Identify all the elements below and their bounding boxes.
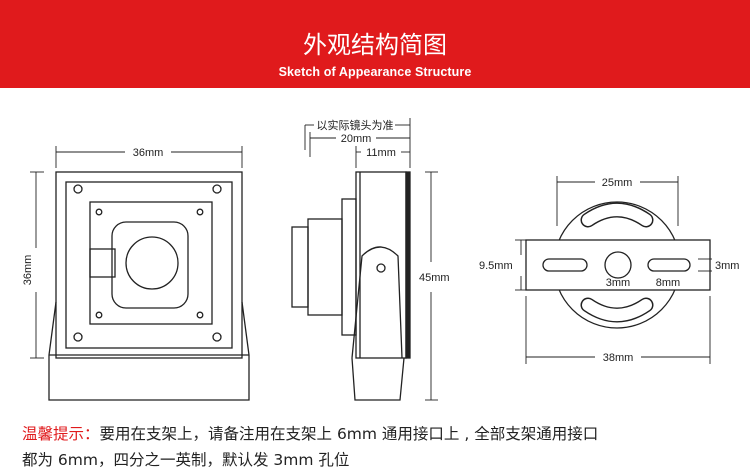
board-hole	[95, 208, 103, 216]
lens-flange	[341, 198, 357, 336]
board-connector	[89, 248, 116, 278]
structure-diagram: 36mm 36mm 以实际镜头为准 20mm 11mm 45mm 25mm 9.…	[22, 118, 739, 401]
screw-hole	[73, 184, 83, 194]
lens-circle	[125, 236, 179, 290]
lens-barrel	[291, 226, 309, 308]
side-stand	[351, 246, 403, 359]
lens-body	[307, 218, 343, 316]
board-hole	[196, 311, 204, 319]
mounting-plate	[405, 171, 411, 359]
bracket-slot-right	[647, 258, 691, 272]
lens-mount	[111, 221, 189, 309]
note-line-2: 都为 6mm，四分之一英制，默认发 3mm 孔位	[22, 451, 350, 469]
plate-label: 11mm	[366, 147, 396, 159]
bracket-plate	[525, 239, 711, 291]
front-base	[48, 301, 250, 401]
plate-height-label: 9.5mm	[479, 260, 513, 272]
bracket-slot-left	[542, 258, 588, 272]
disc-label: 25mm	[602, 177, 633, 189]
stand-hole	[376, 263, 386, 273]
bracket-width-label: 38mm	[603, 352, 634, 364]
header-banner: 外观结构简图 Sketch of Appearance Structure	[0, 0, 750, 88]
bracket-view	[525, 201, 711, 329]
slot-label: 3mm	[715, 260, 739, 272]
hole-label: 3mm	[606, 277, 630, 289]
front-height-label: 36mm	[22, 255, 34, 286]
sensor-board	[89, 201, 213, 325]
depth-label: 20mm	[341, 133, 372, 145]
side-base	[351, 357, 405, 401]
front-width-label: 36mm	[133, 147, 164, 159]
screw-hole	[73, 332, 83, 342]
front-housing	[55, 171, 243, 359]
bracket-dimensions	[515, 176, 712, 364]
screw-hole	[212, 332, 222, 342]
note-line-1: 温馨提示：要用在支架上，请备注用在支架上 6mm 通用接口上 , 全部支架通用接…	[22, 424, 742, 444]
board-hole	[196, 208, 204, 216]
front-view	[48, 171, 250, 401]
offset-label: 8mm	[656, 277, 680, 289]
front-dimensions	[30, 146, 243, 359]
page-subtitle: Sketch of Appearance Structure	[278, 65, 472, 79]
note-text-1: 要用在支架上，请备注用在支架上 6mm 通用接口上 , 全部支架通用接口	[99, 425, 599, 443]
screw-hole	[212, 184, 222, 194]
front-face	[65, 181, 233, 349]
bracket-center-hole	[604, 251, 632, 279]
note-prefix: 温馨提示：	[22, 425, 100, 443]
side-dimensions	[304, 118, 438, 401]
side-view	[291, 171, 411, 401]
side-height-label: 45mm	[419, 272, 450, 284]
board-hole	[95, 311, 103, 319]
page-title: 外观结构简图	[303, 31, 447, 59]
lens-note-label: 以实际镜头为准	[317, 118, 394, 132]
